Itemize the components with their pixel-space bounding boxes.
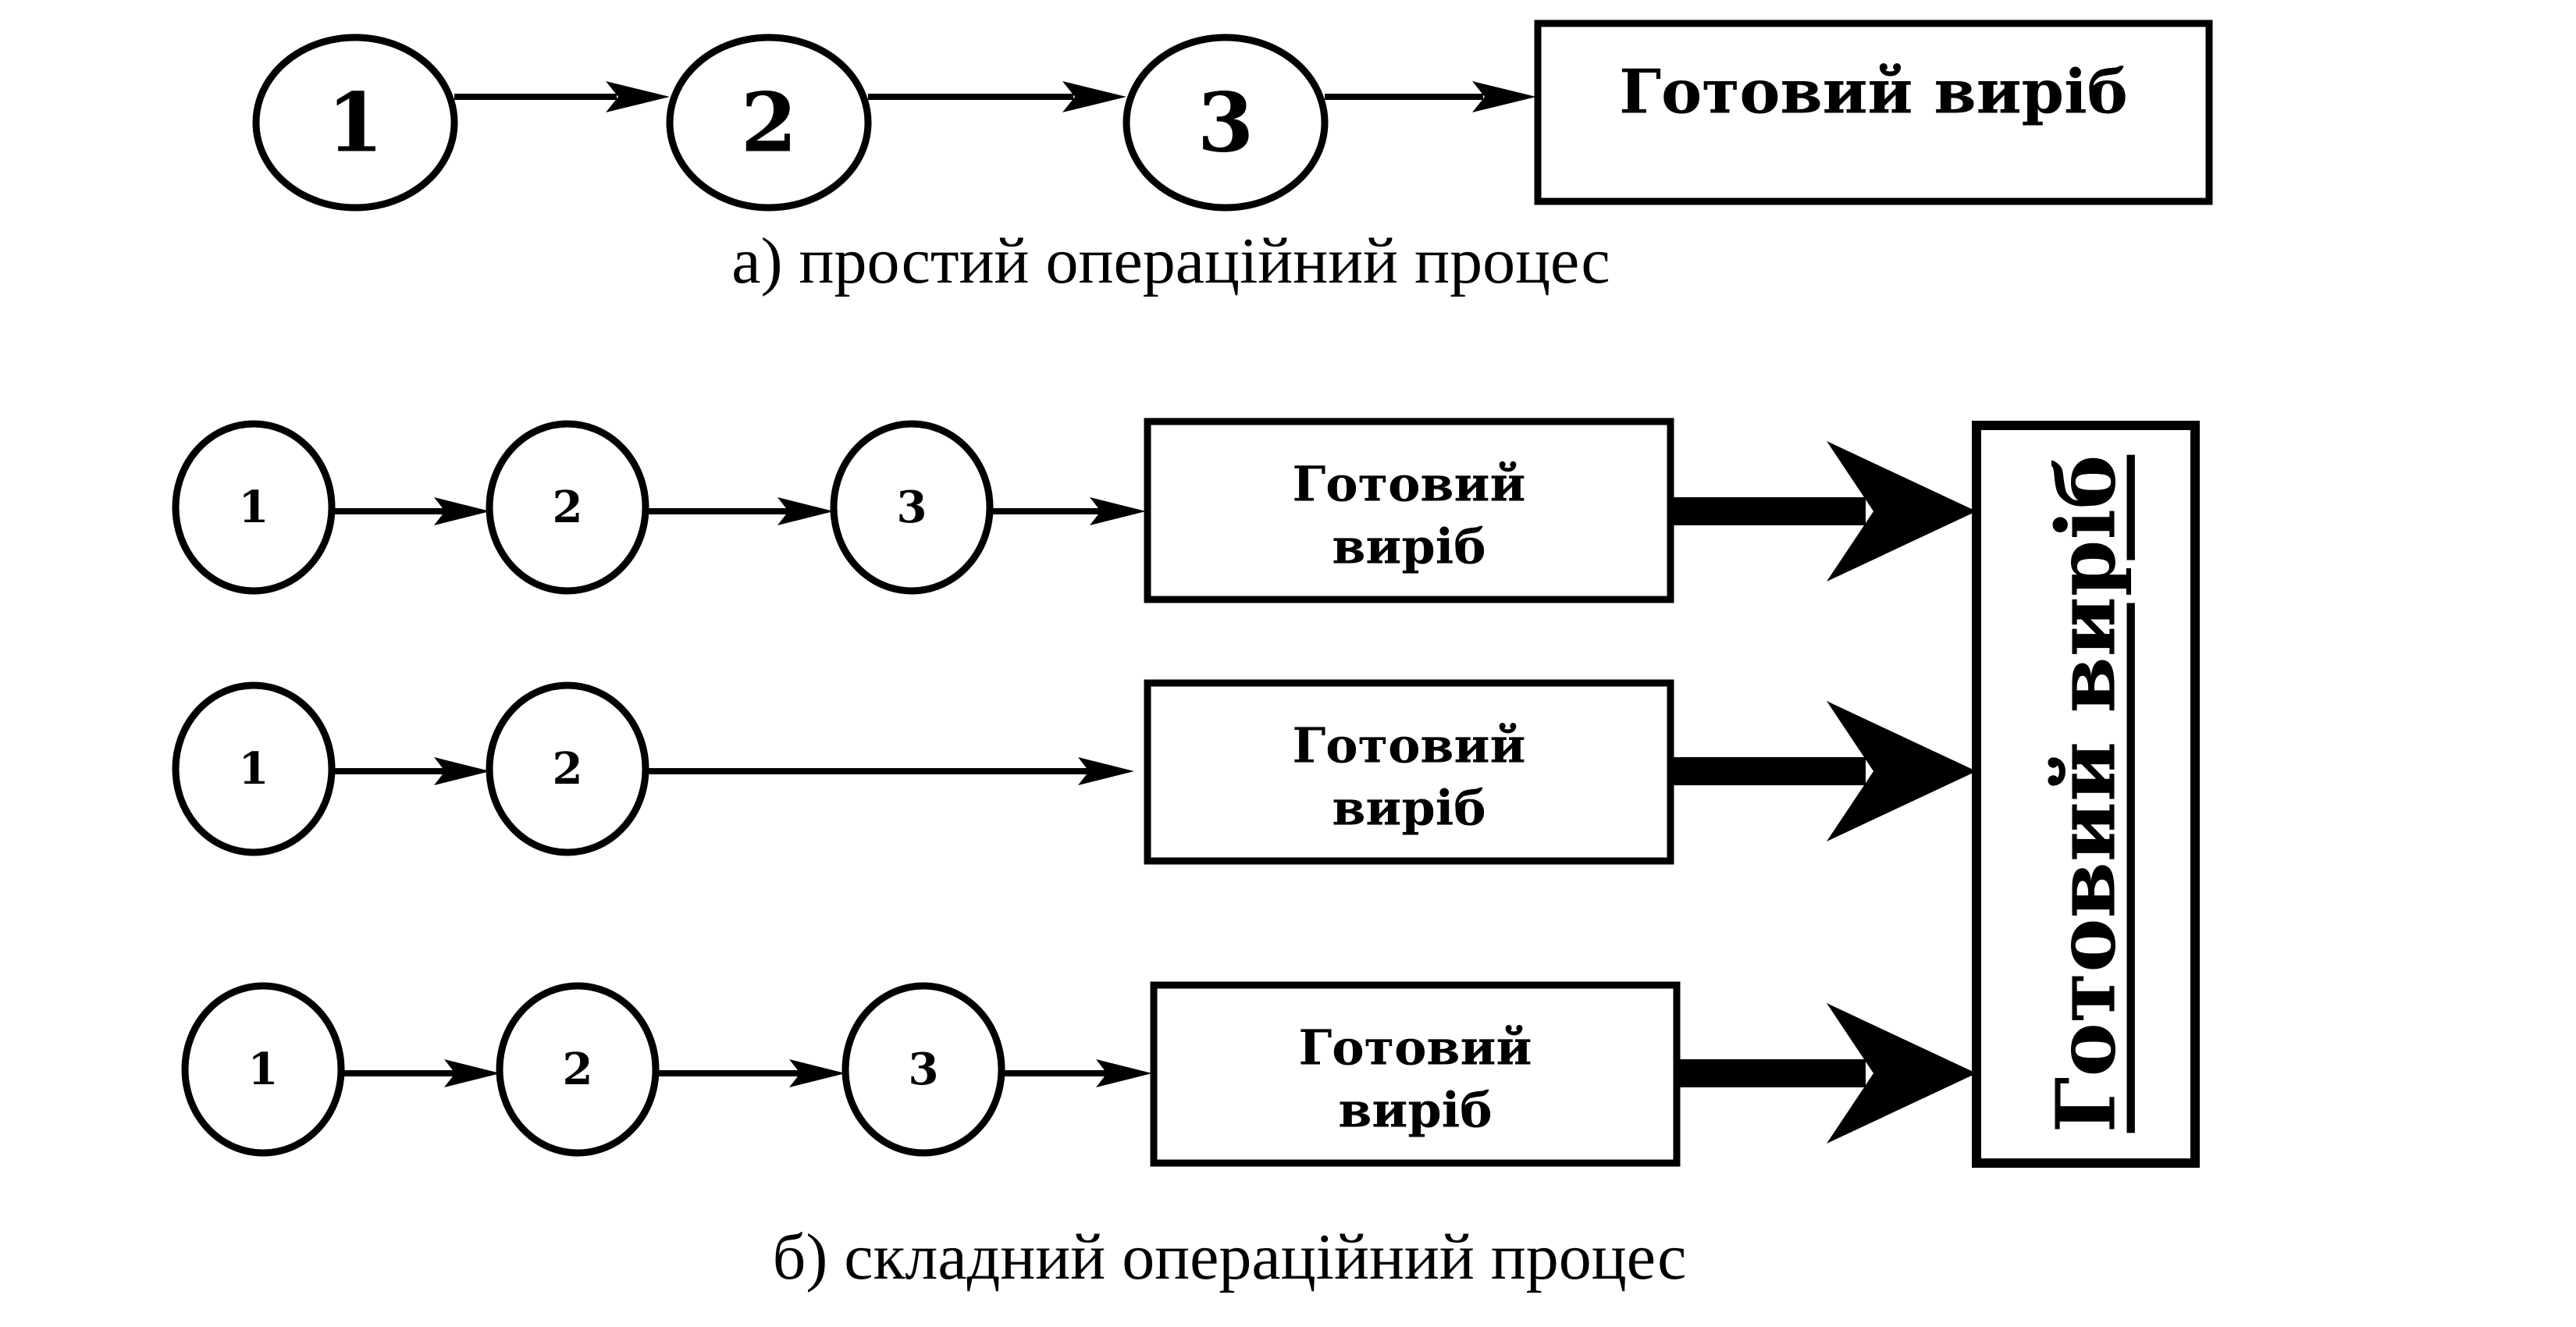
row2-arrow-1-2 — [332, 757, 490, 785]
row3-result-line1: Готовий — [1299, 1019, 1532, 1076]
row1-arrow-2-3 — [646, 497, 834, 525]
row1-step-1: 1 — [172, 420, 336, 595]
row1-result-box: Готовий виріб — [1144, 418, 1674, 603]
row2-step-1-label: 1 — [239, 743, 269, 795]
simple-step-3: 3 — [1123, 34, 1329, 212]
row3-arrow-2-3 — [656, 1059, 845, 1087]
final-result-label: Готовий виріб — [2038, 455, 2134, 1133]
simple-step-1-label: 1 — [327, 75, 383, 171]
simple-arrow-3-result — [1325, 81, 1536, 112]
row3-step-2-label: 2 — [563, 1044, 593, 1095]
row2-step-1: 1 — [172, 681, 336, 856]
row3-step-2: 2 — [496, 982, 660, 1157]
simple-step-2-label: 2 — [741, 75, 797, 171]
row2-step-2-label: 2 — [553, 743, 583, 795]
row3-step-1: 1 — [181, 982, 345, 1157]
row2-thick-arrow — [1670, 701, 1976, 841]
row1-arrow-1-2 — [332, 497, 490, 525]
complex-row-3: 1 2 3 Готов — [181, 981, 1976, 1167]
row1-step-2: 2 — [486, 420, 649, 595]
row2-result-line1: Готовий — [1293, 717, 1526, 774]
final-result-box: Готовий виріб — [1972, 421, 2200, 1168]
complex-process: 1 2 3 Готов — [172, 418, 2200, 1293]
simple-result-box: Готовий виріб — [1534, 20, 2213, 205]
row1-result-line1: Готовий — [1293, 456, 1526, 513]
row1-thick-arrow — [1670, 441, 1976, 582]
row2-arrow-2-result — [646, 757, 1134, 785]
row3-thick-arrow — [1677, 1003, 1976, 1144]
row3-arrow-3-result — [1002, 1059, 1152, 1087]
row2-step-2: 2 — [486, 681, 649, 856]
complex-row-1: 1 2 3 Готов — [172, 418, 1976, 603]
simple-arrow-2-3 — [868, 81, 1126, 112]
simple-result-label: Готовий виріб — [1619, 57, 2128, 128]
simple-process: 1 2 3 Готовий виріб а) простий операційн… — [252, 20, 2213, 297]
complex-process-caption: б) складний операційний процес — [773, 1221, 1687, 1293]
simple-step-3-label: 3 — [1197, 75, 1254, 171]
row3-result-line2: виріб — [1338, 1082, 1492, 1139]
complex-row-2: 1 2 Готовий виріб — [172, 679, 1976, 865]
row3-result-box: Готовий виріб — [1150, 981, 1681, 1167]
row2-result-box: Готовий виріб — [1144, 679, 1674, 865]
row2-result-line2: виріб — [1332, 780, 1485, 837]
row1-step-2-label: 2 — [553, 482, 583, 533]
row1-step-3-label: 3 — [897, 482, 927, 533]
row1-step-1-label: 1 — [239, 482, 269, 533]
row1-step-3: 3 — [830, 420, 994, 595]
simple-step-1: 1 — [252, 34, 458, 212]
simple-process-caption: а) простий операційний процес — [731, 225, 1610, 297]
row1-arrow-3-result — [990, 497, 1146, 525]
simple-step-2: 2 — [666, 34, 872, 212]
simple-arrow-1-2 — [454, 81, 670, 112]
row3-step-3: 3 — [841, 982, 1005, 1157]
row3-step-3-label: 3 — [909, 1044, 939, 1095]
row3-arrow-1-2 — [341, 1059, 500, 1087]
row3-step-1-label: 1 — [248, 1044, 279, 1095]
row1-result-line2: виріб — [1332, 518, 1485, 575]
